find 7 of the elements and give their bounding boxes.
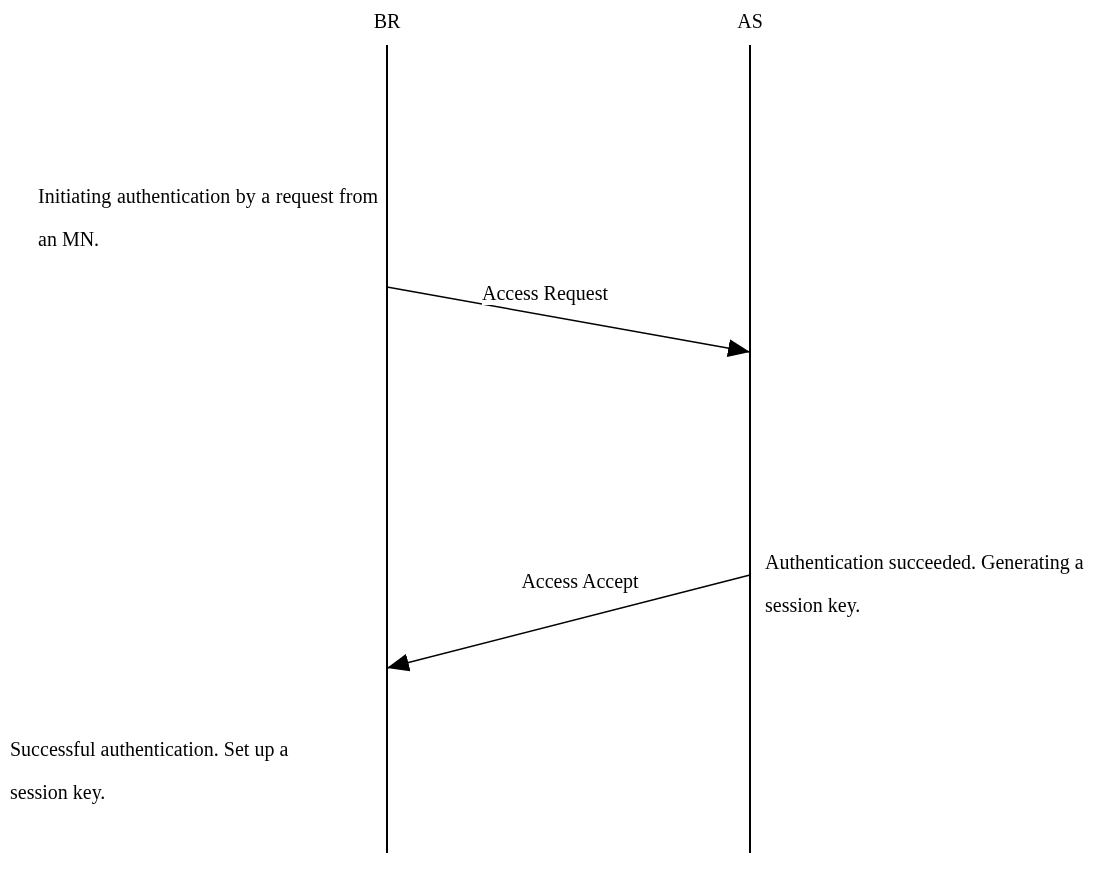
message-arrow [386, 574, 751, 673]
note-text: Authentication succeeded. Generating a session key. [765, 550, 1085, 619]
note-text: Successful authentication. Set up a session key. [10, 737, 290, 806]
lifeline-label: AS [736, 9, 764, 34]
lifeline-label: BR [372, 9, 402, 34]
message-arrow [386, 286, 751, 358]
note-text: Initiating authentication by a request from an MN. [38, 184, 378, 252]
